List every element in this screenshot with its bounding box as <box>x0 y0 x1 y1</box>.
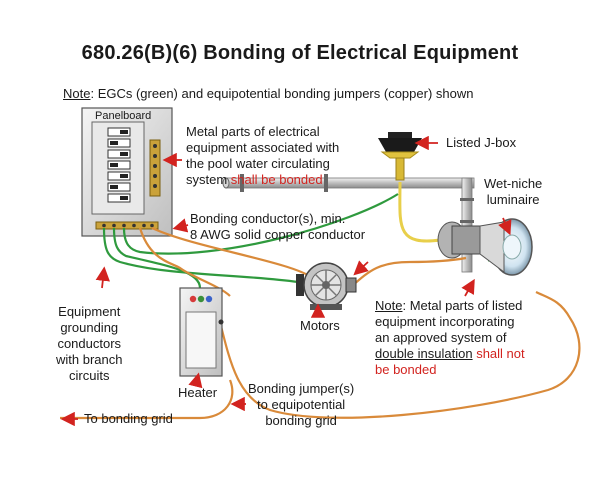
conduit <box>222 174 475 273</box>
bonding-conductor-line2: 8 AWG solid copper conductor <box>190 227 366 242</box>
note-top: Note: EGCs (green) and equipotential bon… <box>63 86 473 101</box>
bonding-jumper-line2: to equipotential <box>257 397 346 412</box>
luminaire <box>437 218 533 276</box>
bonding-jumper-line3: bonding grid <box>265 413 337 428</box>
note-top-prefix: Note <box>63 86 91 101</box>
metal-parts-line2: equipment associated with <box>186 140 340 155</box>
metal-parts-line3: the pool water circulating <box>186 156 330 171</box>
luminaire-line2: luminaire <box>486 192 540 207</box>
to-bonding-grid-label: To bonding grid <box>84 411 173 426</box>
bonding-conductor-label: Bonding conductor(s), min. 8 AWG solid c… <box>190 211 365 243</box>
luminaire-label: Wet-niche luminaire <box>484 176 542 208</box>
note-right-line3: an approved system of <box>375 330 507 345</box>
motors-label: Motors <box>300 318 340 333</box>
panel-bus-bar <box>149 139 161 197</box>
heater <box>179 287 224 377</box>
luminaire-line1: Wet-niche <box>484 176 543 191</box>
egc-wires <box>102 193 399 289</box>
panel-breakers <box>107 127 131 203</box>
note-right-prefix: Note <box>375 298 403 313</box>
note-right-line4-red: shall not <box>472 346 525 361</box>
panelboard <box>81 107 173 237</box>
egc-line2: grounding <box>60 320 119 335</box>
bonding-jumper-label: Bonding jumper(s) to equipotential bondi… <box>248 381 354 429</box>
panel-ground-bar <box>95 221 159 230</box>
motor <box>296 262 357 310</box>
note-right-line1-text: : Metal parts of listed <box>402 298 523 313</box>
heater-label: Heater <box>178 385 218 400</box>
egc-line5: circuits <box>69 368 110 383</box>
note-right: Note: Metal parts of listed equipment in… <box>375 298 525 378</box>
j-box <box>378 132 422 181</box>
metal-parts-line1: Metal parts of electrical <box>186 124 320 139</box>
metal-parts-line4-red: shall be bonded <box>230 172 323 187</box>
egc-line3: conductors <box>57 336 122 351</box>
note-top-text: : EGCs (green) and equipotential bonding… <box>90 86 474 101</box>
metal-parts-line4: system shall be bonded <box>186 172 339 188</box>
note-right-line1: Note: Metal parts of listed <box>375 298 525 314</box>
note-right-line2: equipment incorporating <box>375 314 515 329</box>
egc-line1: Equipment <box>58 304 121 319</box>
note-right-line4-u: double insulation <box>375 346 473 361</box>
metal-parts-line4-plain: system <box>186 172 231 187</box>
note-right-line5: be bonded <box>375 362 437 377</box>
metal-parts-label: Metal parts of electrical equipment asso… <box>186 124 339 188</box>
bonding-jumper-line1: Bonding jumper(s) <box>248 381 355 396</box>
panelboard-label: Panelboard <box>95 110 152 122</box>
diagram-title: 680.26(B)(6) Bonding of Electrical Equip… <box>81 42 519 64</box>
egc-line4: with branch <box>56 352 123 367</box>
egc-label: Equipment grounding conductors with bran… <box>56 304 122 384</box>
bonding-conductor-line1: Bonding conductor(s), min. <box>190 211 346 226</box>
note-right-line4: double insulation shall not <box>375 346 525 362</box>
callout-arrows <box>60 135 512 427</box>
jbox-label: Listed J-box <box>446 135 517 150</box>
